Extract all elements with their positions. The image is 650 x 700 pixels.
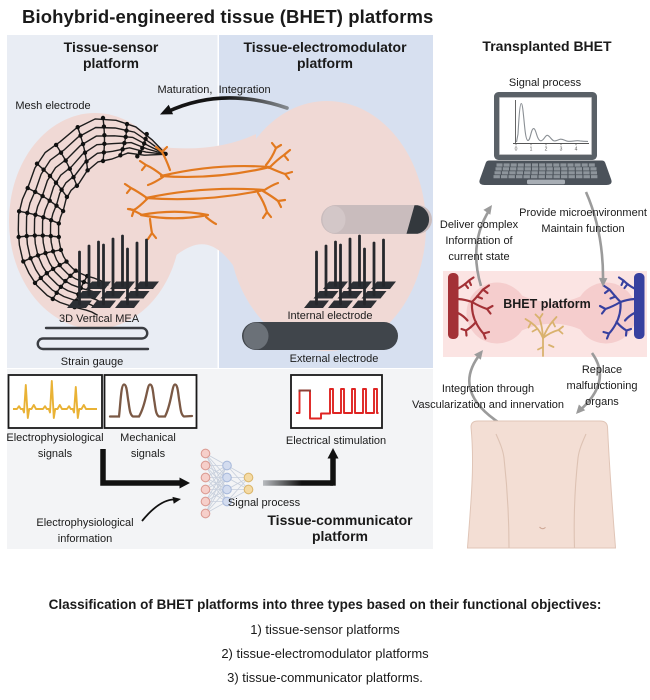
label-internal-electrode: Internal electrode bbox=[287, 309, 373, 322]
label-bhet-platform: BHET platform bbox=[503, 296, 591, 311]
vertical-mea-graphic bbox=[67, 234, 159, 308]
laptop-axis-tick: 2 bbox=[545, 147, 548, 153]
external-electrode-graphic bbox=[242, 322, 398, 350]
laptop-axis-ticks: 0 1 2 3 4 bbox=[515, 147, 578, 153]
laptop-graphic bbox=[479, 92, 612, 185]
label-replace-malfunctioning: Replace malfunctioning organs bbox=[566, 363, 638, 408]
vein-graphic bbox=[634, 273, 645, 339]
label-electrical-stimulation: Electrical stimulation bbox=[285, 434, 387, 447]
electrical-stimulation-box bbox=[290, 374, 383, 429]
muscle-fiber-graphic bbox=[123, 141, 294, 241]
label-deliver-complex: Deliver complex Information of current s… bbox=[439, 219, 519, 263]
internal-electrode-probe bbox=[321, 205, 432, 234]
label-provide-microenvironment: Provide microenvironment Maintain functi… bbox=[519, 206, 647, 235]
label-integration-through: Integration through Vascularization and … bbox=[411, 382, 565, 411]
artery-graphic bbox=[448, 273, 459, 339]
laptop-axis-tick: 1 bbox=[530, 147, 533, 153]
caption-item-2: 2) tissue-electromodulator platforms bbox=[221, 646, 429, 661]
info-to-network-arrow bbox=[141, 496, 181, 522]
panel-title-transplanted-bhet: Transplanted BHET bbox=[482, 38, 612, 54]
signals-to-network-arrow bbox=[100, 449, 190, 489]
label-3d-vertical-mea: 3D Vertical MEA bbox=[58, 312, 140, 325]
laptop-axis-tick: 4 bbox=[575, 147, 578, 153]
label-electrophysiological-information: Electrophysiological information bbox=[36, 516, 134, 545]
caption-item-1: 1) tissue-sensor platforms bbox=[250, 622, 400, 637]
network-to-stimulation-arrow bbox=[263, 448, 339, 486]
laptop-axis-tick: 0 bbox=[515, 147, 518, 153]
panel-title-tissue-sensor: Tissue-sensor platform bbox=[63, 39, 159, 71]
torso-graphic bbox=[466, 420, 617, 549]
maturation-arrow bbox=[160, 96, 289, 115]
panel-title-tissue-electromodulator: Tissue-electromodulator platform bbox=[243, 39, 407, 71]
panel-title-tissue-communicator: Tissue-communicator platform bbox=[267, 512, 413, 544]
laptop-axis-tick: 3 bbox=[560, 147, 563, 153]
label-strain-gauge: Strain gauge bbox=[60, 355, 124, 368]
label-maturation-integration: Maturation, Integration bbox=[157, 83, 271, 96]
neural-network-graphic bbox=[200, 448, 254, 519]
label-mechanical-signals: Mechanical signals bbox=[120, 432, 176, 460]
internal-electrode-pins bbox=[304, 234, 396, 308]
cycle-arrowheads bbox=[474, 205, 608, 414]
mesh-electrode-graphic bbox=[16, 115, 168, 316]
caption-heading: Classification of BHET platforms into th… bbox=[48, 597, 602, 612]
label-mesh-electrode: Mesh electrode bbox=[15, 99, 91, 112]
figure-title: Biohybrid-engineered tissue (BHET) platf… bbox=[22, 6, 434, 27]
cycle-arrows bbox=[468, 191, 605, 426]
strain-gauge-graphic bbox=[36, 326, 150, 351]
label-external-electrode: External electrode bbox=[289, 353, 379, 365]
bhet-platform-box bbox=[443, 271, 647, 357]
electrophysiological-signals-box bbox=[7, 374, 103, 429]
caption-item-3: 3) tissue-communicator platforms. bbox=[227, 670, 423, 685]
label-electrophysiological-signals: Electrophysiological signals bbox=[6, 432, 104, 460]
label-signal-process-laptop: Signal process bbox=[508, 76, 582, 89]
label-signal-process-network: Signal process bbox=[227, 497, 301, 509]
mechanical-signals-box bbox=[103, 374, 198, 429]
nerve-graphic bbox=[524, 313, 564, 357]
